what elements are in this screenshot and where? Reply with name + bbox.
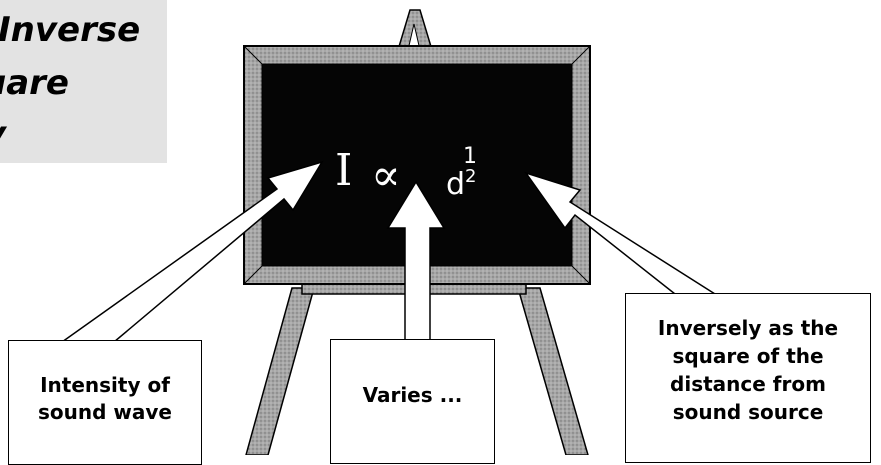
callout-varies: Varies ... xyxy=(330,339,495,464)
formula-denominator-base: d xyxy=(446,167,465,202)
formula-denominator: d2 xyxy=(446,170,477,200)
callout-varies-text: Varies ... xyxy=(363,383,463,407)
formula-intensity-symbol: I xyxy=(335,149,352,193)
callout-inverse: Inversely as the square of the distance … xyxy=(625,293,871,463)
formula-exponent: 2 xyxy=(465,166,476,187)
formula-proportional-symbol: ∝ xyxy=(371,154,401,198)
title-line-1: Inverse xyxy=(0,13,140,47)
callout-inverse-text: Inversely as the square of the distance … xyxy=(643,314,853,426)
easel-leg-right xyxy=(518,288,588,455)
callout-intensity: Intensity of sound wave xyxy=(8,340,202,465)
title-line-2: uare xyxy=(0,66,69,100)
callout-intensity-text: Intensity of sound wave xyxy=(30,372,180,426)
formula-numerator: 1 xyxy=(463,146,477,168)
easel-leg-left xyxy=(246,288,314,455)
title-panel: Inverse uare v xyxy=(0,0,167,163)
easel-peak xyxy=(398,10,432,50)
title-line-3: v xyxy=(0,117,6,151)
